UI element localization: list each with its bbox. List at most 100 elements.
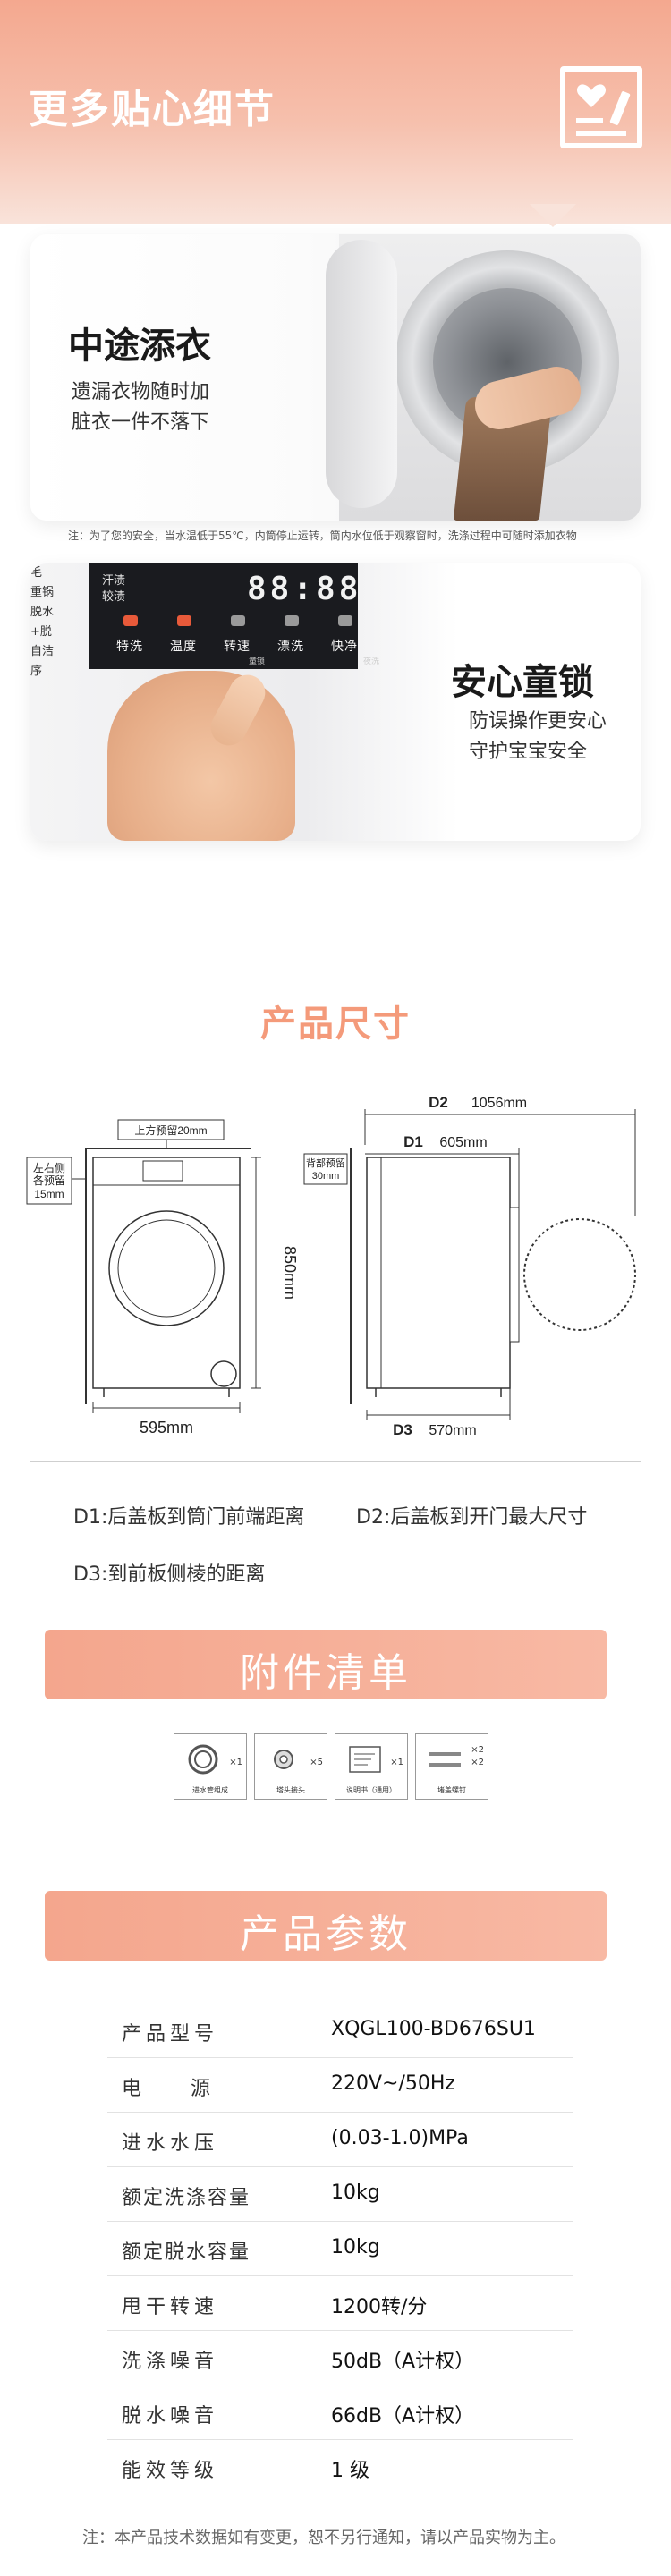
accessory-item: ×1 进水管组成 [174, 1733, 247, 1800]
program-label: 重锅 [30, 586, 55, 599]
spec-row: 产品型号 XQGL100-BD676SU1 [107, 2004, 573, 2058]
notes-heart-icon [560, 66, 642, 148]
spec-value: 220V~/50Hz [331, 2072, 455, 2095]
spec-label: 能效等级 [122, 2460, 219, 2482]
feature-add-clothes-card: 中途添衣 遗漏衣物随时加 脏衣一件不落下 [30, 234, 641, 521]
banner-title: 更多贴心细节 [29, 87, 276, 132]
details-banner: 更多贴心细节 [0, 0, 671, 224]
feature-subtitle-line: 遗漏衣物随时加 [72, 381, 210, 403]
d1-note: D1:后盖板到筒门前端距离 [73, 1506, 305, 1529]
accessory-qty: ×2 [471, 1745, 484, 1755]
panel-button-label: 温度 [170, 640, 197, 654]
feature-subtitle: 遗漏衣物随时加 脏衣一件不落下 [72, 377, 209, 438]
spec-label: 脱水噪音 [122, 2405, 219, 2428]
spec-row: 脱水噪音 66dB（A计权） [107, 2385, 573, 2440]
child-hand-image [107, 671, 295, 841]
spin-icon [231, 615, 245, 626]
accessory-qty: ×5 [310, 1758, 323, 1767]
side-view-diagram [303, 1109, 636, 1420]
spec-row: 额定洗涤容量 10kg [107, 2167, 573, 2222]
feature-subtitle-line: 脏衣一件不落下 [72, 411, 210, 434]
d3-label: D3 [393, 1421, 412, 1438]
spec-value: XQGL100-BD676SU1 [331, 2018, 536, 2040]
note-line [576, 118, 603, 123]
side-clearance-label: 各预留 [33, 1174, 65, 1187]
spec-value: 1 级 [331, 2460, 369, 2482]
spec-value: 10kg [331, 2182, 380, 2204]
rinse-icon [285, 615, 299, 626]
accessory-label: 堵盖螺钉 [437, 1786, 466, 1794]
accessory-item: ×5 塔头接头 [254, 1733, 327, 1800]
note-line [576, 131, 626, 136]
spec-value: (0.03-1.0)MPa [331, 2127, 469, 2149]
spec-label: 甩干转速 [122, 2296, 219, 2318]
quick-icon [338, 615, 352, 626]
accessory-qty: ×1 [390, 1758, 403, 1767]
accessories-header: 附件清单 [45, 1630, 607, 1699]
panel-label: 较渍 [102, 590, 126, 604]
d2-value: 1056mm [471, 1096, 527, 1111]
front-view-diagram [26, 1119, 261, 1413]
panel-icon-row [123, 615, 383, 628]
spec-value: 50dB（A计权） [331, 2351, 475, 2373]
shirt-icon [123, 615, 138, 626]
feature-subtitle-line: 防误操作更安心 [469, 710, 607, 733]
size-section-title: 产品尺寸 [260, 1004, 411, 1045]
thermometer-icon [177, 615, 191, 626]
width-label: 595mm [140, 1419, 193, 1436]
program-label: 脱水 [30, 606, 55, 619]
connector-icon [274, 1750, 293, 1769]
spec-label: 产品型号 [122, 2023, 219, 2046]
spec-row: 洗涤噪音 50dB（A计权） [107, 2331, 573, 2385]
manual-icon [349, 1746, 381, 1773]
back-clearance-label: 30mm [312, 1171, 340, 1182]
spec-row: 能效等级 1 级 [107, 2440, 573, 2495]
spec-row: 进水水压 (0.03-1.0)MPa [107, 2113, 573, 2167]
d1-label: D1 [403, 1133, 423, 1150]
panel-display: 88:88 [247, 571, 362, 607]
panel-button-label: 漂洗 [277, 640, 304, 654]
d1-value: 605mm [439, 1135, 487, 1150]
panel-button-label: 转速 [224, 640, 251, 654]
program-label: +脱 [30, 625, 52, 639]
accessory-label: 进水管组成 [192, 1786, 228, 1794]
side-clearance-label: 左右侧 [33, 1161, 65, 1174]
spec-row: 甩干转速 1200转/分 [107, 2276, 573, 2331]
accessory-label: 说明书（通用） [346, 1786, 396, 1794]
spec-value: 66dB（A计权） [331, 2405, 475, 2428]
panel-button-label: 特洗 [116, 640, 143, 654]
specs-header: 产品参数 [45, 1891, 607, 1961]
open-door-image [326, 240, 397, 508]
feature-subtitle-line: 守护宝宝安全 [469, 741, 588, 763]
control-panel-image: 汗渍 较渍 88:88 [89, 564, 358, 669]
spec-value: 1200转/分 [331, 2296, 428, 2318]
d3-note: D3:到前板侧棱的距离 [73, 1563, 266, 1586]
program-label: 毛 [30, 566, 43, 580]
accessory-qty: ×1 [229, 1758, 242, 1767]
add-clothes-footnote: 注：为了您的安全，当水温低于55℃，内筒停止运转，筒内水位低于观察窗时，洗涤过程… [68, 530, 577, 542]
plug-icon [429, 1752, 461, 1767]
accessory-qty: ×2 [471, 1758, 484, 1767]
d2-label: D2 [429, 1094, 448, 1111]
top-clearance-label: 上方预留20mm [134, 1123, 207, 1137]
night-wash-label: 夜洗 [363, 657, 380, 666]
heart-icon [576, 84, 607, 107]
accessory-label: 塔头接头 [276, 1786, 305, 1794]
dimension-diagram: 上方预留20mm 左右侧 各预留 15mm 850mm 595mm 背部预留 3… [26, 1094, 636, 1438]
spec-label: 洗涤噪音 [122, 2351, 219, 2373]
hose-icon [188, 1744, 218, 1775]
accessory-item: ×2 ×2 堵盖螺钉 [415, 1733, 488, 1800]
feature-subtitle: 防误操作更安心 守护宝宝安全 [469, 707, 607, 767]
back-clearance-label: 背部预留 [306, 1157, 345, 1169]
accessory-item: ×1 说明书（通用） [335, 1733, 408, 1800]
program-label: 自洁 [30, 645, 55, 658]
d2-note: D2:后盖板到开门最大尺寸 [356, 1506, 588, 1529]
spec-row: 额定脱水容量 10kg [107, 2222, 573, 2276]
spec-value: 10kg [331, 2236, 380, 2258]
feature-child-lock-card: 毛 重锅 脱水 +脱 自洁 序 汗渍 较渍 88:88 特洗 温度 转速 漂洗 … [30, 564, 641, 841]
side-clearance-label: 15mm [34, 1188, 64, 1200]
spec-label: 额定脱水容量 [122, 2241, 251, 2264]
program-menu: 毛 重锅 脱水 +脱 自洁 序 [30, 564, 66, 682]
divider [30, 1461, 641, 1462]
